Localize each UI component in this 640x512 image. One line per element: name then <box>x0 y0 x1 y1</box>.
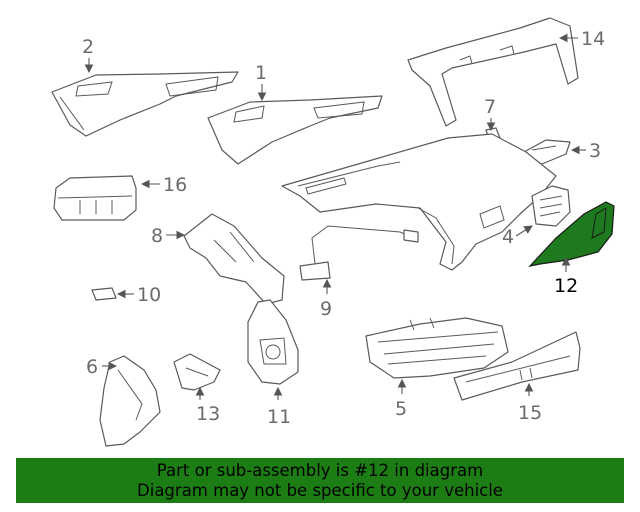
callout-10: 10 <box>137 284 161 306</box>
part-16-module[interactable] <box>53 175 137 221</box>
callout-1: 1 <box>255 62 267 84</box>
callout-4: 4 <box>502 226 514 248</box>
part-4-vent[interactable] <box>531 185 571 227</box>
callout-15: 15 <box>518 402 542 424</box>
callout-9: 9 <box>320 298 332 320</box>
instrument-panel-main[interactable] <box>281 133 557 271</box>
part-12-highlighted-panel[interactable] <box>528 201 615 267</box>
part-15-door-trim[interactable] <box>453 331 581 401</box>
part-14-cross-beam[interactable] <box>407 17 579 127</box>
callout-11: 11 <box>267 406 291 428</box>
callout-14: 14 <box>581 28 605 50</box>
part-13-small-bracket[interactable] <box>173 353 221 391</box>
footer-line-2: Diagram may not be specific to your vehi… <box>137 481 503 500</box>
callout-8: 8 <box>151 225 163 247</box>
callout-12: 12 <box>554 275 578 297</box>
callout-6: 6 <box>86 356 98 378</box>
part-8-bracket[interactable] <box>183 213 285 305</box>
callout-5: 5 <box>395 398 407 420</box>
footer-line-1: Part or sub-assembly is #12 in diagram <box>156 461 484 480</box>
callout-3: 3 <box>589 140 601 162</box>
callout-7: 7 <box>484 96 496 118</box>
part-9-harness[interactable] <box>299 225 419 281</box>
part-11-side-panel[interactable] <box>247 299 299 385</box>
part-2-trim-panel[interactable] <box>51 71 239 137</box>
callout-13: 13 <box>196 403 220 425</box>
callout-16: 16 <box>163 174 187 196</box>
part-10-clip[interactable] <box>91 287 117 301</box>
part-1-trim-panel[interactable] <box>207 95 383 165</box>
part-6-side-cover[interactable] <box>99 355 161 447</box>
parts-diagram: 2 1 14 7 3 9 <box>51 17 615 447</box>
callout-2: 2 <box>82 36 94 58</box>
part-5-glove-box[interactable] <box>365 317 509 379</box>
footer-banner: Part or sub-assembly is #12 in diagram D… <box>16 458 624 503</box>
